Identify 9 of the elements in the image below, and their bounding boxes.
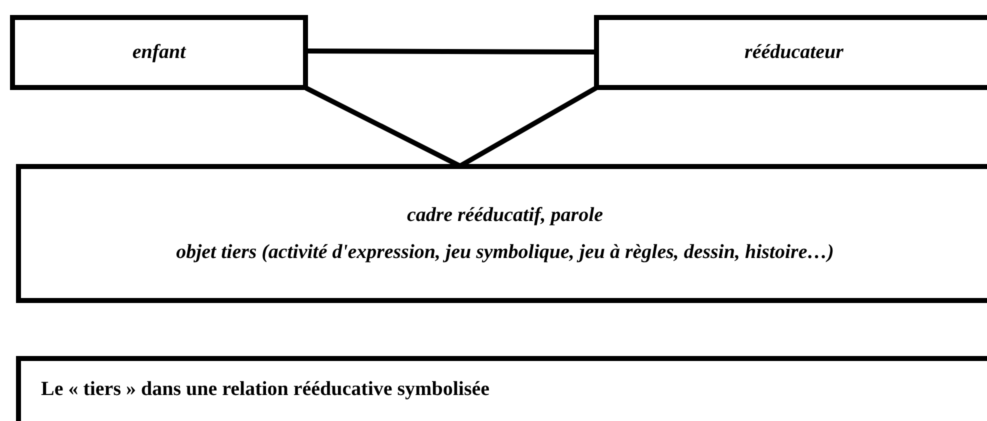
node-label: rééducateur — [744, 41, 844, 64]
caption-box — [16, 356, 987, 421]
framework-box — [16, 164, 987, 303]
node-label: Le « tiers » dans une relation rééducative symbolisée — [41, 378, 490, 401]
node-label: cadre rééducatif, parole — [406, 204, 604, 226]
entity-box — [10, 15, 308, 90]
node-label: enfant — [132, 41, 186, 64]
node-label: objet tiers (activité d'expression, jeu symbolique, jeu à règles, dessin, histoire…) — [176, 240, 834, 264]
entity-box — [594, 15, 987, 90]
